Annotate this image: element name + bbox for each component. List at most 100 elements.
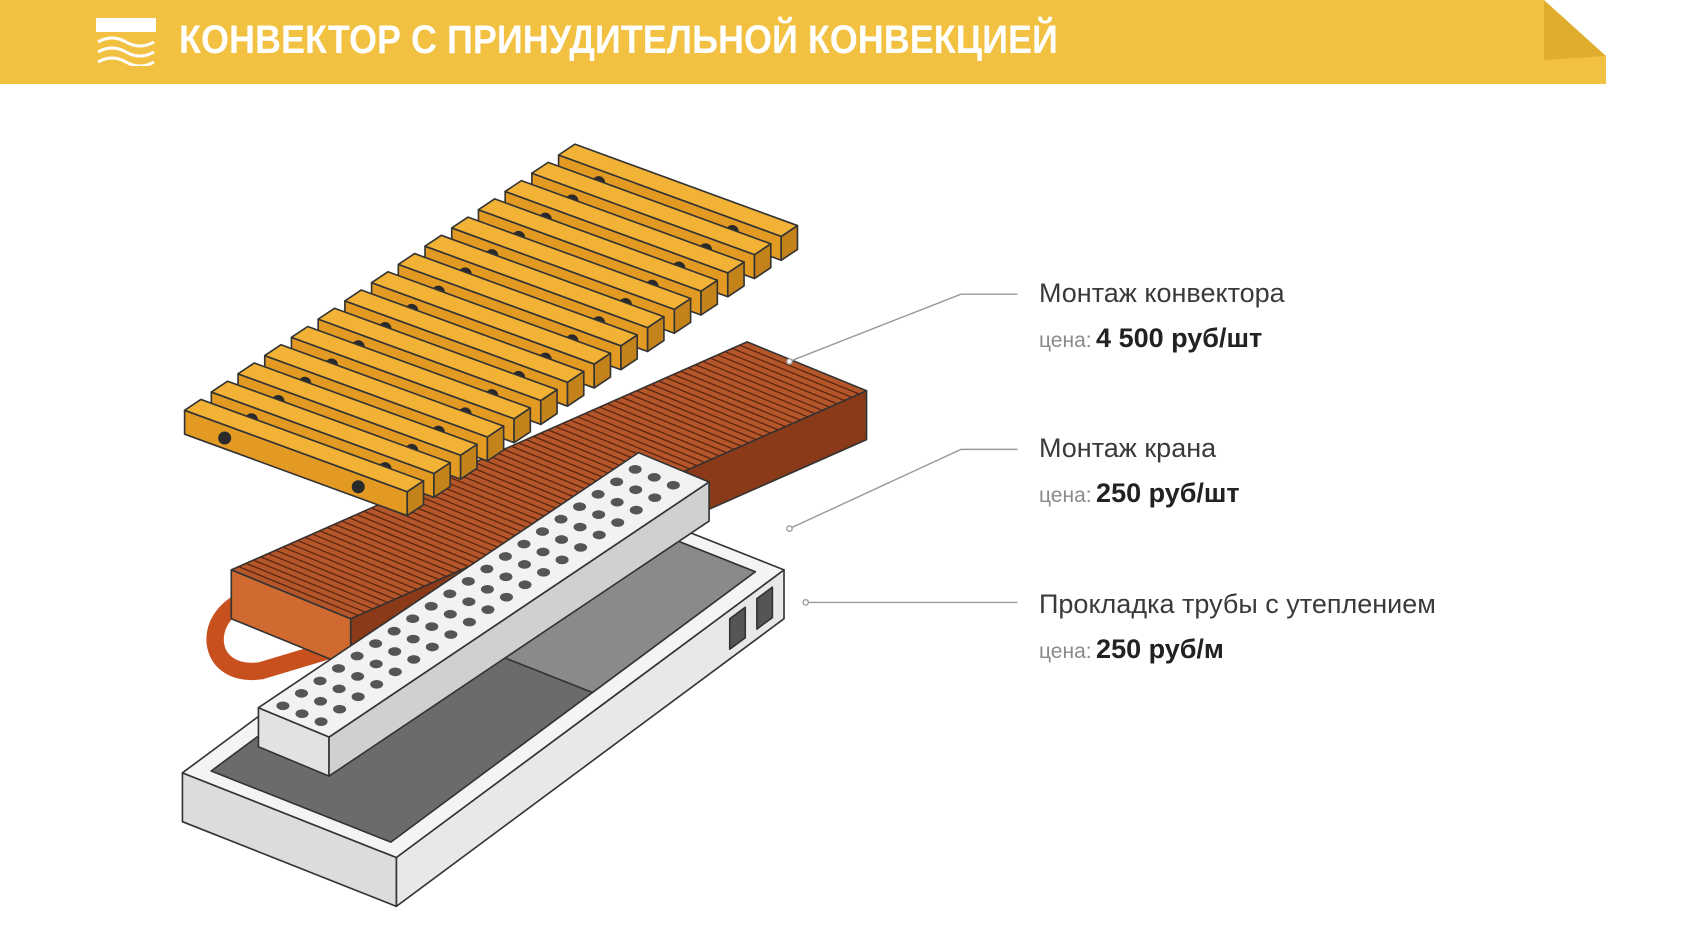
grille-bar-top	[450, 216, 692, 311]
heat-exchanger-fin	[702, 360, 823, 411]
heat-exchanger-fin	[732, 347, 853, 398]
heat-exchanger-fin	[628, 393, 749, 444]
heat-exchanger-fin	[326, 526, 447, 577]
heat-exchanger-fin	[238, 566, 359, 617]
heat-exchanger-fin	[710, 357, 830, 408]
perforation-hole	[498, 552, 512, 561]
page-fold-corner	[1544, 0, 1606, 60]
heat-exchanger-fin	[673, 373, 794, 424]
perforation-hole	[350, 651, 364, 661]
perforation-hole	[573, 522, 587, 532]
perforation-hole	[461, 577, 475, 586]
heat-exchanger-fin	[319, 530, 440, 581]
perforation-hole	[666, 480, 680, 490]
grille-bar-top	[210, 380, 452, 475]
heat-exchanger-fin	[739, 344, 860, 395]
heat-exchanger-fin	[724, 351, 845, 402]
perforation-hole	[611, 518, 625, 527]
grille-bar-top	[263, 343, 505, 438]
grille-bar-top	[237, 362, 478, 457]
perforation-hole	[648, 493, 662, 503]
perforation-hole	[480, 584, 494, 594]
perforation-hole	[276, 701, 290, 711]
perforation-hole	[333, 704, 347, 714]
service-item-pipe: Прокладка трубы с утеплением цена: 250 р…	[1039, 589, 1436, 665]
perforation-hole	[555, 555, 569, 565]
perforation-hole	[388, 647, 402, 656]
perforation-hole	[387, 626, 401, 636]
perforation-hole	[370, 679, 384, 689]
heat-exchanger-fin	[422, 484, 543, 535]
heat-exchanger-fin	[570, 419, 690, 470]
heat-exchanger-fin	[356, 513, 477, 564]
perforation-hole	[629, 485, 643, 495]
heat-exchanger-fin	[297, 539, 418, 591]
perforation-hole	[480, 564, 494, 574]
perforation-hole	[369, 639, 383, 648]
grille-bar-top	[531, 161, 772, 256]
header-banner	[0, 0, 1606, 84]
perforation-hole	[444, 630, 458, 639]
leader-dot	[786, 525, 793, 532]
grille-bar-top	[424, 234, 665, 329]
service-name: Прокладка трубы с утеплением	[1039, 589, 1436, 619]
service-item-valve: Монтаж крана цена: 250 руб/шт	[1039, 433, 1240, 509]
perforation-hole	[591, 489, 605, 499]
grille-bar-top	[183, 398, 425, 493]
leader-dot	[786, 358, 793, 365]
heat-exchanger-fin	[621, 396, 742, 447]
perforation-hole	[592, 510, 606, 519]
perforation-hole	[462, 597, 476, 607]
grille-bar-top	[290, 325, 532, 420]
service-name: Монтаж конвектора	[1039, 278, 1285, 308]
perforation-hole	[628, 465, 642, 474]
perforation-hole	[554, 514, 568, 524]
heat-exchanger-fin	[282, 546, 403, 597]
perforation-hole	[610, 477, 624, 487]
perforation-hole	[629, 505, 643, 515]
perforation-hole	[424, 601, 438, 611]
price-value: 4 500 руб/шт	[1096, 323, 1263, 353]
heat-exchanger-fin	[253, 559, 374, 610]
perforation-hole	[332, 664, 346, 673]
price-label: цена:	[1039, 640, 1092, 663]
grille-bar-top	[370, 270, 612, 365]
heat-exchanger-fin	[363, 510, 484, 561]
price-label: цена:	[1039, 329, 1092, 352]
leader-dot	[802, 599, 810, 606]
perforation-hole	[592, 530, 606, 540]
perforation-hole	[406, 634, 420, 644]
heat-exchanger-fin	[658, 380, 779, 431]
leader-line	[789, 448, 1018, 530]
heat-exchanger-fin	[312, 533, 433, 584]
perforation-hole	[555, 535, 569, 544]
perforation-hole	[517, 560, 531, 569]
heat-exchanger-fin	[643, 386, 764, 437]
service-name: Монтаж крана	[1039, 433, 1217, 463]
heat-exchanger-fin	[584, 412, 705, 464]
heat-exchanger-fin	[717, 354, 838, 405]
heat-exchanger-fin	[260, 556, 381, 607]
perforation-hole	[314, 696, 328, 706]
perforation-hole	[332, 684, 346, 694]
heat-exchanger-fin	[304, 536, 425, 587]
heat-exchanger-fin	[275, 549, 396, 600]
perforation-hole	[499, 572, 513, 582]
heat-exchanger-fin	[680, 370, 801, 421]
grille-bar-top	[504, 179, 745, 274]
grille-bar-top	[317, 307, 558, 402]
price-value: 250 руб/м	[1096, 634, 1224, 664]
perforation-hole	[313, 676, 327, 686]
grille-bar-hole	[218, 431, 232, 445]
heat-exchanger-fin	[651, 383, 772, 434]
perforation-hole	[425, 642, 439, 652]
heat-exchanger-fin	[614, 399, 735, 450]
heat-exchanger-fin	[577, 416, 698, 467]
perforation-hole	[351, 672, 365, 681]
perforation-hole	[518, 580, 532, 590]
perforation-hole	[388, 667, 402, 677]
heat-exchanger-fin	[636, 390, 757, 441]
heat-exchanger-fin	[430, 481, 550, 532]
grille-bar-hole	[351, 480, 365, 494]
